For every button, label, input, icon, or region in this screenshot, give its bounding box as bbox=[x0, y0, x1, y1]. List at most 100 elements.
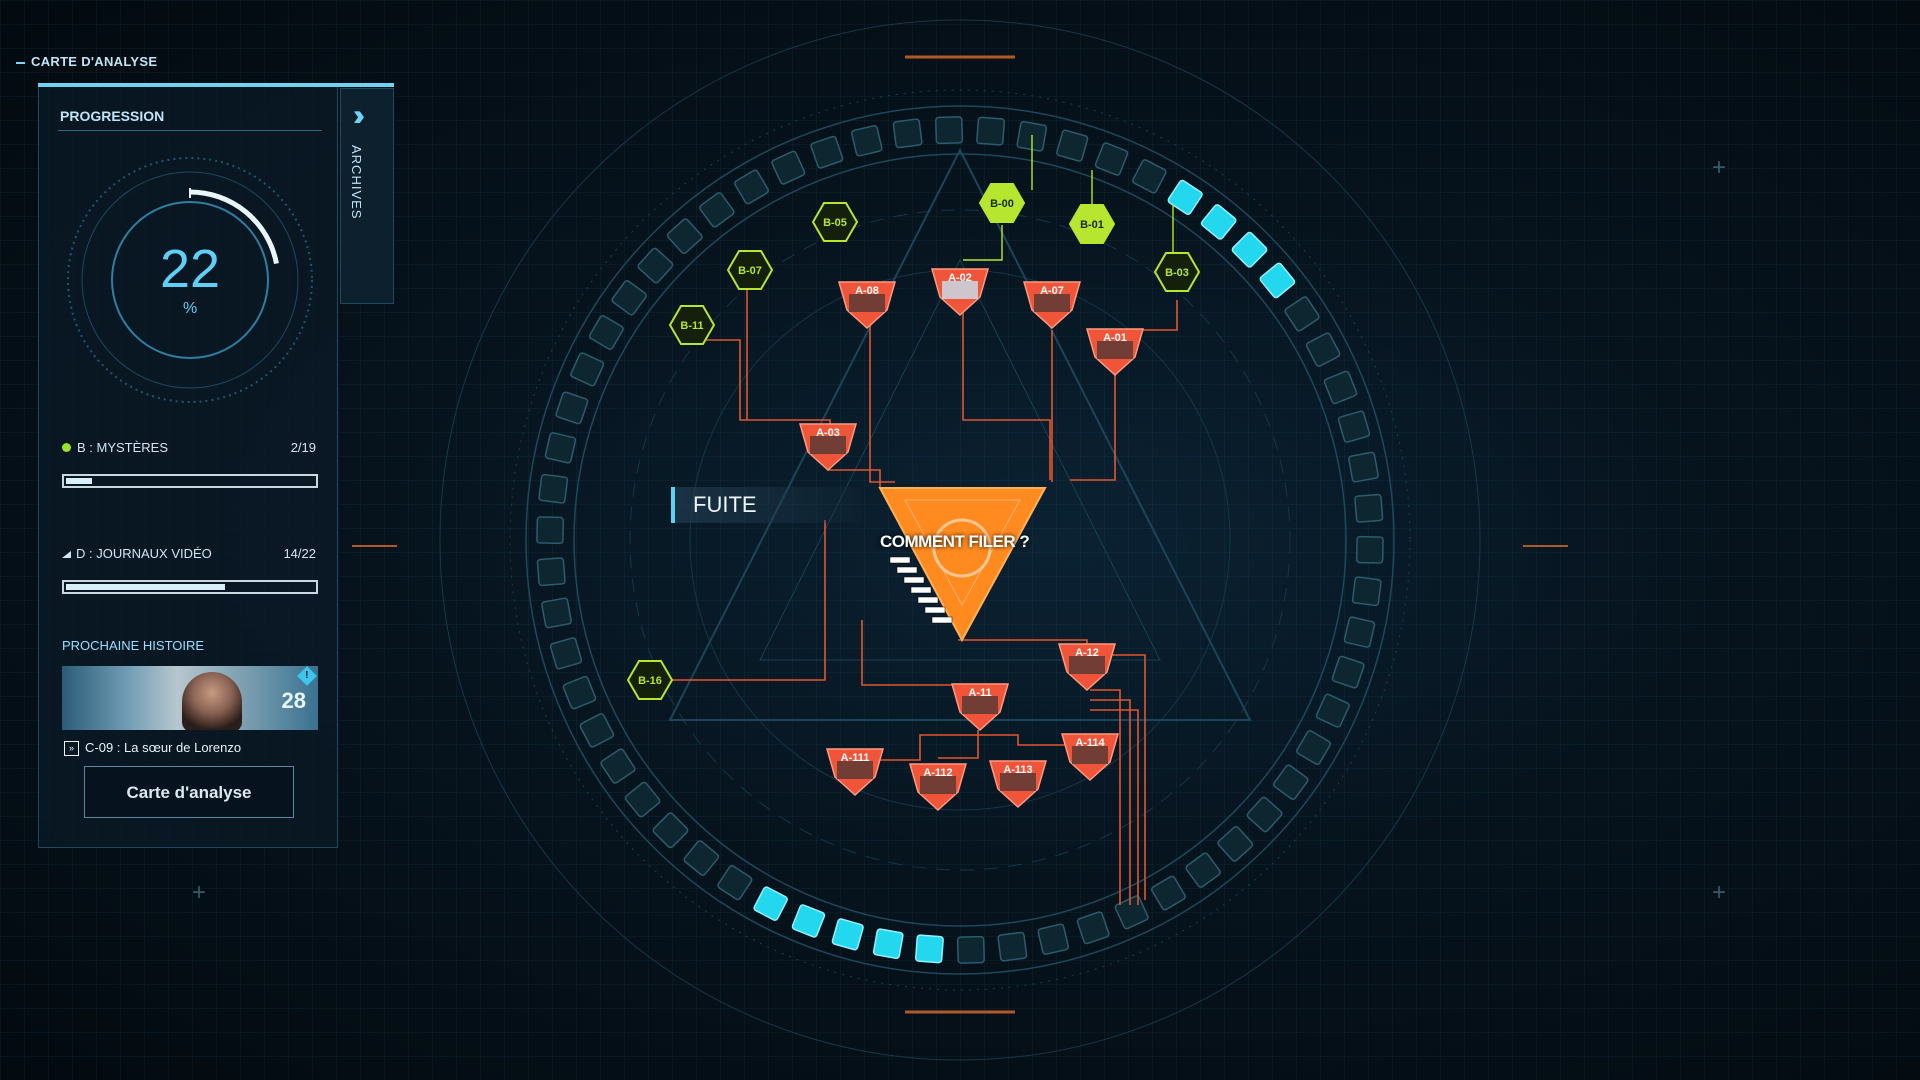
ring-segment[interactable] bbox=[872, 928, 904, 960]
next-story-thumbnail[interactable]: ! 28 bbox=[62, 666, 318, 730]
node-title-fuite: FUITE bbox=[671, 487, 861, 523]
ring-segment[interactable] bbox=[851, 124, 883, 157]
ring-segment[interactable] bbox=[1167, 179, 1203, 215]
ring-segment[interactable] bbox=[831, 918, 864, 951]
ring-segment[interactable] bbox=[1056, 129, 1089, 162]
archives-tab[interactable]: ›› ARCHIVES bbox=[340, 88, 394, 304]
character-portrait bbox=[182, 672, 242, 730]
ring-segment[interactable] bbox=[976, 116, 1006, 146]
ring-segment[interactable] bbox=[1296, 730, 1332, 766]
ring-segment[interactable] bbox=[1037, 923, 1069, 956]
ring-segment[interactable] bbox=[588, 315, 625, 351]
ring-segment[interactable] bbox=[1231, 231, 1268, 268]
ring-segment[interactable] bbox=[1246, 796, 1283, 833]
mysteries-count: 2/19 bbox=[290, 440, 316, 455]
ring-segment[interactable] bbox=[1151, 875, 1187, 911]
ring-segment[interactable] bbox=[1076, 911, 1110, 945]
ring-segment[interactable] bbox=[734, 169, 770, 205]
ring-segment[interactable] bbox=[1284, 296, 1320, 332]
mystery-node-label: B-01 bbox=[1080, 219, 1104, 231]
ring-segment[interactable] bbox=[810, 135, 844, 169]
ring-segment[interactable] bbox=[1259, 262, 1296, 299]
ring-segment[interactable] bbox=[666, 218, 703, 255]
case-node-a-113[interactable]: A-113 bbox=[989, 760, 1047, 809]
ring-segment[interactable] bbox=[914, 934, 944, 964]
ring-segment[interactable] bbox=[699, 192, 735, 228]
ring-segment[interactable] bbox=[652, 812, 689, 849]
analysis-map-button[interactable]: Carte d'analyse bbox=[84, 766, 294, 818]
ring-segment[interactable] bbox=[562, 675, 597, 710]
case-node-label: A-113 bbox=[1003, 764, 1032, 776]
ring-segment[interactable] bbox=[579, 713, 615, 748]
ring-segment[interactable] bbox=[1217, 825, 1254, 862]
mystery-node-b-16[interactable]: B-16 bbox=[626, 659, 674, 701]
case-node-a-07[interactable]: A-07 bbox=[1023, 281, 1081, 330]
case-node-a-112[interactable]: A-112 bbox=[909, 763, 967, 812]
ring-segment[interactable] bbox=[791, 904, 826, 938]
ring-segment[interactable] bbox=[541, 597, 572, 629]
case-node-label: A-07 bbox=[1040, 285, 1064, 297]
mystery-node-b-00[interactable]: B-00 bbox=[978, 182, 1026, 224]
ring-segment[interactable] bbox=[1315, 693, 1350, 728]
video-log-icon bbox=[62, 551, 71, 558]
mystery-node-label: B-03 bbox=[1165, 267, 1189, 279]
ring-segment[interactable] bbox=[555, 391, 589, 425]
ring-segment[interactable] bbox=[624, 781, 661, 818]
ring-segment[interactable] bbox=[1348, 451, 1379, 483]
ring-segment[interactable] bbox=[1132, 159, 1167, 194]
next-story-link[interactable]: »C-09 : La sœur de Lorenzo bbox=[64, 740, 241, 757]
ring-segment[interactable] bbox=[1185, 852, 1221, 888]
ring-segment[interactable] bbox=[1305, 332, 1341, 367]
mystery-node-b-07[interactable]: B-07 bbox=[726, 249, 774, 291]
progression-title: PROGRESSION bbox=[60, 108, 165, 124]
case-node-a-111[interactable]: A-111 bbox=[826, 748, 884, 797]
ring-segment[interactable] bbox=[1355, 535, 1384, 564]
ring-segment[interactable] bbox=[935, 116, 964, 145]
case-node-a-02[interactable]: A-02 bbox=[931, 268, 989, 317]
ring-segment[interactable] bbox=[717, 865, 753, 901]
video-logs-progress-bar bbox=[62, 580, 318, 594]
category-mysteries: B : MYSTÈRES bbox=[62, 440, 168, 455]
mystery-node-b-01[interactable]: B-01 bbox=[1068, 203, 1116, 245]
ring-segment[interactable] bbox=[1094, 142, 1129, 176]
mystery-node-b-03[interactable]: B-03 bbox=[1153, 251, 1201, 293]
ring-segment[interactable] bbox=[771, 150, 806, 185]
ring-segment[interactable] bbox=[637, 247, 674, 284]
mystery-node-b-05[interactable]: B-05 bbox=[811, 201, 859, 243]
case-node-a-08[interactable]: A-08 bbox=[838, 281, 896, 330]
progression-divider bbox=[58, 130, 322, 131]
ring-segment[interactable] bbox=[549, 637, 583, 670]
ring-segment[interactable] bbox=[1337, 410, 1371, 443]
ring-segment[interactable] bbox=[956, 935, 985, 964]
ring-segment[interactable] bbox=[1273, 764, 1309, 800]
case-node-a-03[interactable]: A-03 bbox=[799, 423, 857, 472]
ring-outer-edge bbox=[525, 105, 1395, 975]
mystery-node-b-11[interactable]: B-11 bbox=[668, 304, 716, 346]
ring-segment[interactable] bbox=[538, 473, 569, 504]
ring-segment[interactable] bbox=[1354, 493, 1384, 523]
ring-segment[interactable] bbox=[1200, 204, 1237, 241]
ring-segment[interactable] bbox=[544, 432, 577, 464]
case-node-a-01[interactable]: A-01 bbox=[1086, 328, 1144, 377]
ring-segment[interactable] bbox=[611, 280, 647, 316]
ring-segment[interactable] bbox=[1323, 370, 1358, 405]
ring-segment[interactable] bbox=[536, 516, 565, 545]
case-node-a-11[interactable]: A-11 bbox=[951, 683, 1009, 732]
ring-segment[interactable] bbox=[536, 557, 566, 587]
ring-segment[interactable] bbox=[753, 886, 788, 921]
case-node-a-12[interactable]: A-12 bbox=[1058, 643, 1116, 692]
ring-segment[interactable] bbox=[570, 352, 605, 387]
ring-segment[interactable] bbox=[683, 840, 720, 877]
ring-segment[interactable] bbox=[1114, 895, 1149, 930]
case-node-a-114[interactable]: A-114 bbox=[1061, 733, 1119, 782]
ring-segment[interactable] bbox=[1331, 655, 1365, 689]
ring-segment[interactable] bbox=[1343, 616, 1376, 648]
ring-segment[interactable] bbox=[1351, 576, 1382, 607]
ring-segment[interactable] bbox=[997, 931, 1028, 962]
ring-segment[interactable] bbox=[600, 748, 636, 784]
ring-inner-edge bbox=[573, 153, 1347, 927]
case-node-label: A-01 bbox=[1103, 332, 1127, 344]
ring-segment[interactable] bbox=[892, 118, 923, 149]
